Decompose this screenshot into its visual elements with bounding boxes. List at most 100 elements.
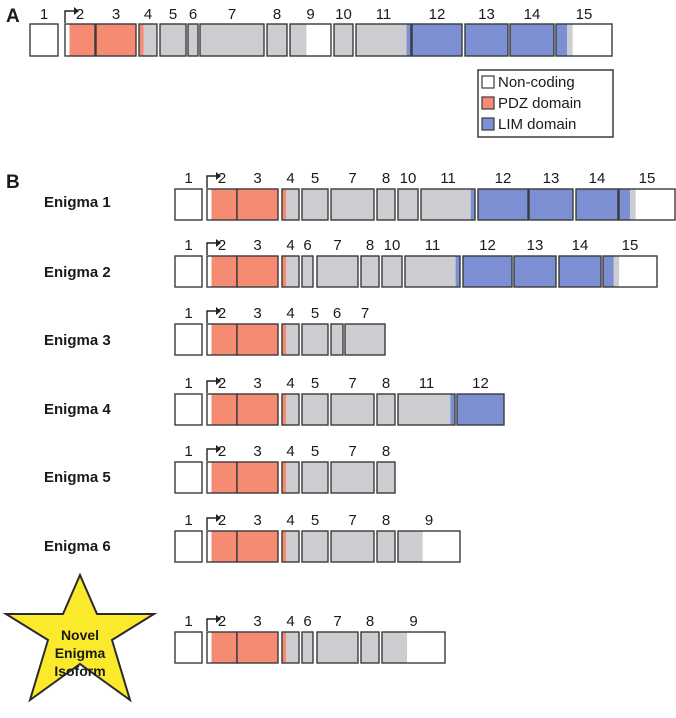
isoform-2-exon-1 bbox=[174, 255, 203, 288]
isoform-6-exon-number-7: 7 bbox=[348, 512, 356, 529]
isoform-5-exon-3-segment-0 bbox=[237, 462, 278, 493]
isoform-6-exon-number-5: 5 bbox=[311, 512, 319, 529]
isoform-1-exon-11-segment-0 bbox=[421, 189, 471, 220]
isoform-4-exon-5-segment-0 bbox=[302, 394, 328, 425]
gene-exon-7-outline bbox=[199, 23, 265, 57]
isoform-2-exon-4-segment-0 bbox=[282, 256, 287, 287]
gene-exon-9-segment-1 bbox=[306, 24, 331, 56]
isoform-3-exon-7-outline bbox=[344, 323, 386, 356]
isoform-7-exon-8 bbox=[360, 631, 380, 664]
gene-exon-12-segment-0 bbox=[412, 24, 462, 56]
isoform-3-exon-number-1: 1 bbox=[184, 305, 192, 322]
gene-exon-15-segment-2 bbox=[572, 24, 612, 56]
gene-exon-2-segment-1 bbox=[69, 24, 95, 56]
gene-start-arrowhead bbox=[74, 7, 79, 15]
gene-exon-8-outline bbox=[266, 23, 288, 57]
isoform-1-exon-13-segment-0 bbox=[529, 189, 573, 220]
isoform-5-exon-1-segment-0 bbox=[175, 462, 202, 493]
isoform-7-exon-9-segment-0 bbox=[382, 632, 408, 663]
isoform-6-exon-2 bbox=[206, 530, 238, 563]
isoform-1-exon-3-outline bbox=[236, 188, 279, 221]
legend-box bbox=[477, 69, 614, 138]
isoform-1-exon-13-outline bbox=[528, 188, 574, 221]
isoform-1-exon-4 bbox=[281, 188, 300, 221]
gene-exon-15-segment-1 bbox=[567, 24, 573, 56]
gene-exon-6-outline bbox=[187, 23, 199, 57]
isoform-2-exon-15-segment-0 bbox=[603, 256, 614, 287]
isoform-1-exon-5-segment-0 bbox=[302, 189, 328, 220]
isoform-4-exon-number-8: 8 bbox=[382, 375, 390, 392]
isoform-7-exon-9 bbox=[381, 631, 446, 664]
gene-exon-11-segment-1 bbox=[406, 24, 411, 56]
isoform-7-exon-3-segment-0 bbox=[237, 632, 278, 663]
isoform-2-exon-10-segment-0 bbox=[382, 256, 402, 287]
isoform-3-exon-2-segment-1 bbox=[211, 324, 237, 355]
isoform-7-exon-1-outline bbox=[174, 631, 203, 664]
isoform-1-exon-number-8: 8 bbox=[382, 170, 390, 187]
gene-exon-number-15: 15 bbox=[576, 6, 593, 23]
isoform-5-exon-1-outline bbox=[174, 461, 203, 494]
gene-exon-number-4: 4 bbox=[144, 6, 152, 23]
isoform-2-exon-4-segment-1 bbox=[286, 256, 299, 287]
gene-exon-14 bbox=[509, 23, 555, 57]
isoform-2-exon-number-6: 6 bbox=[303, 237, 311, 254]
gene-exon-number-2: 2 bbox=[76, 6, 84, 23]
isoform-7-exon-number-2: 2 bbox=[218, 613, 226, 630]
isoform-4-exon-11-segment-0 bbox=[398, 394, 451, 425]
isoform-6-exon-1-segment-0 bbox=[175, 531, 202, 562]
isoform-1-exon-number-11: 11 bbox=[440, 170, 456, 187]
isoform-7-exon-3-outline bbox=[236, 631, 279, 664]
isoform-1-exon-number-15: 15 bbox=[639, 170, 656, 187]
gene-exon-number-7: 7 bbox=[228, 6, 236, 23]
isoform-6-exon-4-segment-1 bbox=[286, 531, 299, 562]
isoform-1-exon-2 bbox=[206, 188, 238, 221]
isoform-4-exon-11-outline bbox=[397, 393, 456, 426]
isoform-4-exon-5-outline bbox=[301, 393, 329, 426]
isoform-2-exon-6 bbox=[301, 255, 314, 288]
isoform-5-exon-4-segment-1 bbox=[286, 462, 299, 493]
isoform-7-exon-3 bbox=[236, 631, 279, 664]
gene-exon-number-12: 12 bbox=[429, 6, 446, 23]
isoform-1-exon-number-2: 2 bbox=[218, 170, 226, 187]
isoform-7-exon-8-segment-0 bbox=[361, 632, 379, 663]
isoform-3-exon-1-segment-0 bbox=[175, 324, 202, 355]
isoform-5-exon-4-segment-0 bbox=[282, 462, 287, 493]
isoform-1-exon-7-outline bbox=[330, 188, 375, 221]
star-shape bbox=[2, 572, 158, 703]
isoform-7-exon-4 bbox=[281, 631, 300, 664]
isoform-4-exon-number-1: 1 bbox=[184, 375, 192, 392]
gene-exon-9-outline bbox=[289, 23, 332, 57]
isoform-2-exon-14-segment-0 bbox=[559, 256, 601, 287]
gene-exon-number-5: 5 bbox=[169, 6, 177, 23]
isoform-7-exon-2-segment-0 bbox=[207, 632, 212, 663]
isoform-1-exon-15-segment-1 bbox=[630, 189, 636, 220]
isoform-3-exon-3-segment-0 bbox=[237, 324, 278, 355]
isoform-2-exon-11-outline bbox=[404, 255, 461, 288]
isoform-4-exon-5 bbox=[301, 393, 329, 426]
isoform-2-exon-8-segment-0 bbox=[361, 256, 379, 287]
isoform-2-exon-12-outline bbox=[462, 255, 513, 288]
isoform-7-exon-1 bbox=[174, 631, 203, 664]
isoform-1-exon-number-4: 4 bbox=[286, 170, 294, 187]
isoform-4-exon-1 bbox=[174, 393, 203, 426]
gene-exon-11 bbox=[355, 23, 412, 57]
isoform-2-exon-number-4: 4 bbox=[286, 237, 294, 254]
isoform-1-exon-1-segment-0 bbox=[175, 189, 202, 220]
isoform-5-exon-number-7: 7 bbox=[348, 443, 356, 460]
isoform-4-exon-2 bbox=[206, 393, 238, 426]
isoform-4-exon-8-segment-0 bbox=[377, 394, 395, 425]
isoform-2-exon-11 bbox=[404, 255, 461, 288]
isoform-2-exon-2 bbox=[206, 255, 238, 288]
isoform-1-exon-8-segment-0 bbox=[377, 189, 395, 220]
isoform-4-exon-1-segment-0 bbox=[175, 394, 202, 425]
gene-exon-6 bbox=[187, 23, 199, 57]
isoform-4-exon-8 bbox=[376, 393, 396, 426]
gene-exon-9-segment-0 bbox=[290, 24, 307, 56]
isoform-1-exon-1 bbox=[174, 188, 203, 221]
gene-exon-8-segment-0 bbox=[267, 24, 287, 56]
isoform-4-exon-number-12: 12 bbox=[472, 375, 489, 392]
